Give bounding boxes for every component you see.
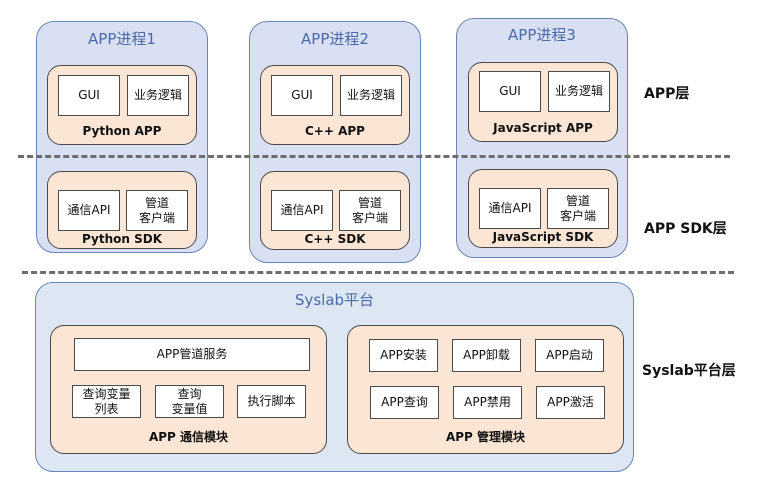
module-title: APP 管理模块 xyxy=(445,430,526,444)
layer-separator-sdk-platform xyxy=(22,271,734,274)
query-variable-value-box: 查询 变量值 xyxy=(155,385,224,418)
app-process-2: APP进程2 GUI 业务逻辑 C++ APP 通信API 管道 客户端 C++… xyxy=(249,21,421,263)
process-title: APP进程3 xyxy=(508,26,576,44)
platform-title: Syslab平台 xyxy=(294,291,375,309)
app-comm-module: APP管道服务 查询变量 列表 查询 变量值 执行脚本 APP 通信模块 xyxy=(50,325,327,454)
gui-box: GUI xyxy=(271,75,333,116)
module-title: Python APP xyxy=(82,124,162,138)
app-start-box: APP启动 xyxy=(535,339,604,372)
pipe-service-box: APP管道服务 xyxy=(74,338,310,371)
module-title: APP 通信模块 xyxy=(148,430,229,444)
app-process-1: APP进程1 GUI 业务逻辑 Python APP 通信API 管道 客户端 … xyxy=(36,21,208,253)
gui-box: GUI xyxy=(479,71,541,112)
pipe-client-box: 管道 客户端 xyxy=(126,190,188,231)
layer-label-app: APP层 xyxy=(644,86,690,102)
python-sdk-module: 通信API 管道 客户端 Python SDK xyxy=(47,171,197,249)
comm-api-box: 通信API xyxy=(58,190,120,231)
query-variable-list-box: 查询变量 列表 xyxy=(72,385,141,418)
comm-api-box: 通信API xyxy=(271,190,333,231)
module-title: C++ SDK xyxy=(304,232,366,246)
app-process-3: APP进程3 GUI 业务逻辑 JavaScript APP 通信API 管道 … xyxy=(456,18,628,258)
app-query-box: APP查询 xyxy=(370,386,439,419)
gui-box: GUI xyxy=(58,75,120,116)
layer-label-app-sdk: APP SDK层 xyxy=(644,221,727,237)
cpp-app-module: GUI 业务逻辑 C++ APP xyxy=(260,65,410,145)
javascript-app-module: GUI 业务逻辑 JavaScript APP xyxy=(468,62,618,142)
app-disable-box: APP禁用 xyxy=(453,386,522,419)
app-install-box: APP安装 xyxy=(369,339,438,372)
module-title: JavaScript SDK xyxy=(492,230,594,244)
syslab-platform: Syslab平台 APP管道服务 查询变量 列表 查询 变量值 执行脚本 APP… xyxy=(35,282,634,472)
execute-script-box: 执行脚本 xyxy=(237,385,306,418)
comm-api-box: 通信API xyxy=(479,188,541,229)
pipe-client-box: 管道 客户端 xyxy=(547,188,609,229)
app-mgmt-module: APP安装 APP卸载 APP启动 APP查询 APP禁用 APP激活 APP … xyxy=(347,325,624,454)
module-title: JavaScript APP xyxy=(493,121,593,135)
process-title: APP进程2 xyxy=(301,30,369,48)
business-logic-box: 业务逻辑 xyxy=(340,75,402,116)
layer-label-syslab-platform: Syslab平台层 xyxy=(642,363,736,379)
javascript-sdk-module: 通信API 管道 客户端 JavaScript SDK xyxy=(468,169,618,248)
module-title: Python SDK xyxy=(82,232,162,246)
layer-separator-app-sdk xyxy=(18,155,730,158)
business-logic-box: 业务逻辑 xyxy=(127,75,189,116)
python-app-module: GUI 业务逻辑 Python APP xyxy=(47,65,197,145)
cpp-sdk-module: 通信API 管道 客户端 C++ SDK xyxy=(260,171,410,250)
process-title: APP进程1 xyxy=(88,30,156,48)
pipe-client-box: 管道 客户端 xyxy=(339,190,401,231)
business-logic-box: 业务逻辑 xyxy=(548,71,610,112)
app-uninstall-box: APP卸载 xyxy=(452,339,521,372)
app-activate-box: APP激活 xyxy=(536,386,605,419)
module-title: C++ APP xyxy=(305,124,365,138)
